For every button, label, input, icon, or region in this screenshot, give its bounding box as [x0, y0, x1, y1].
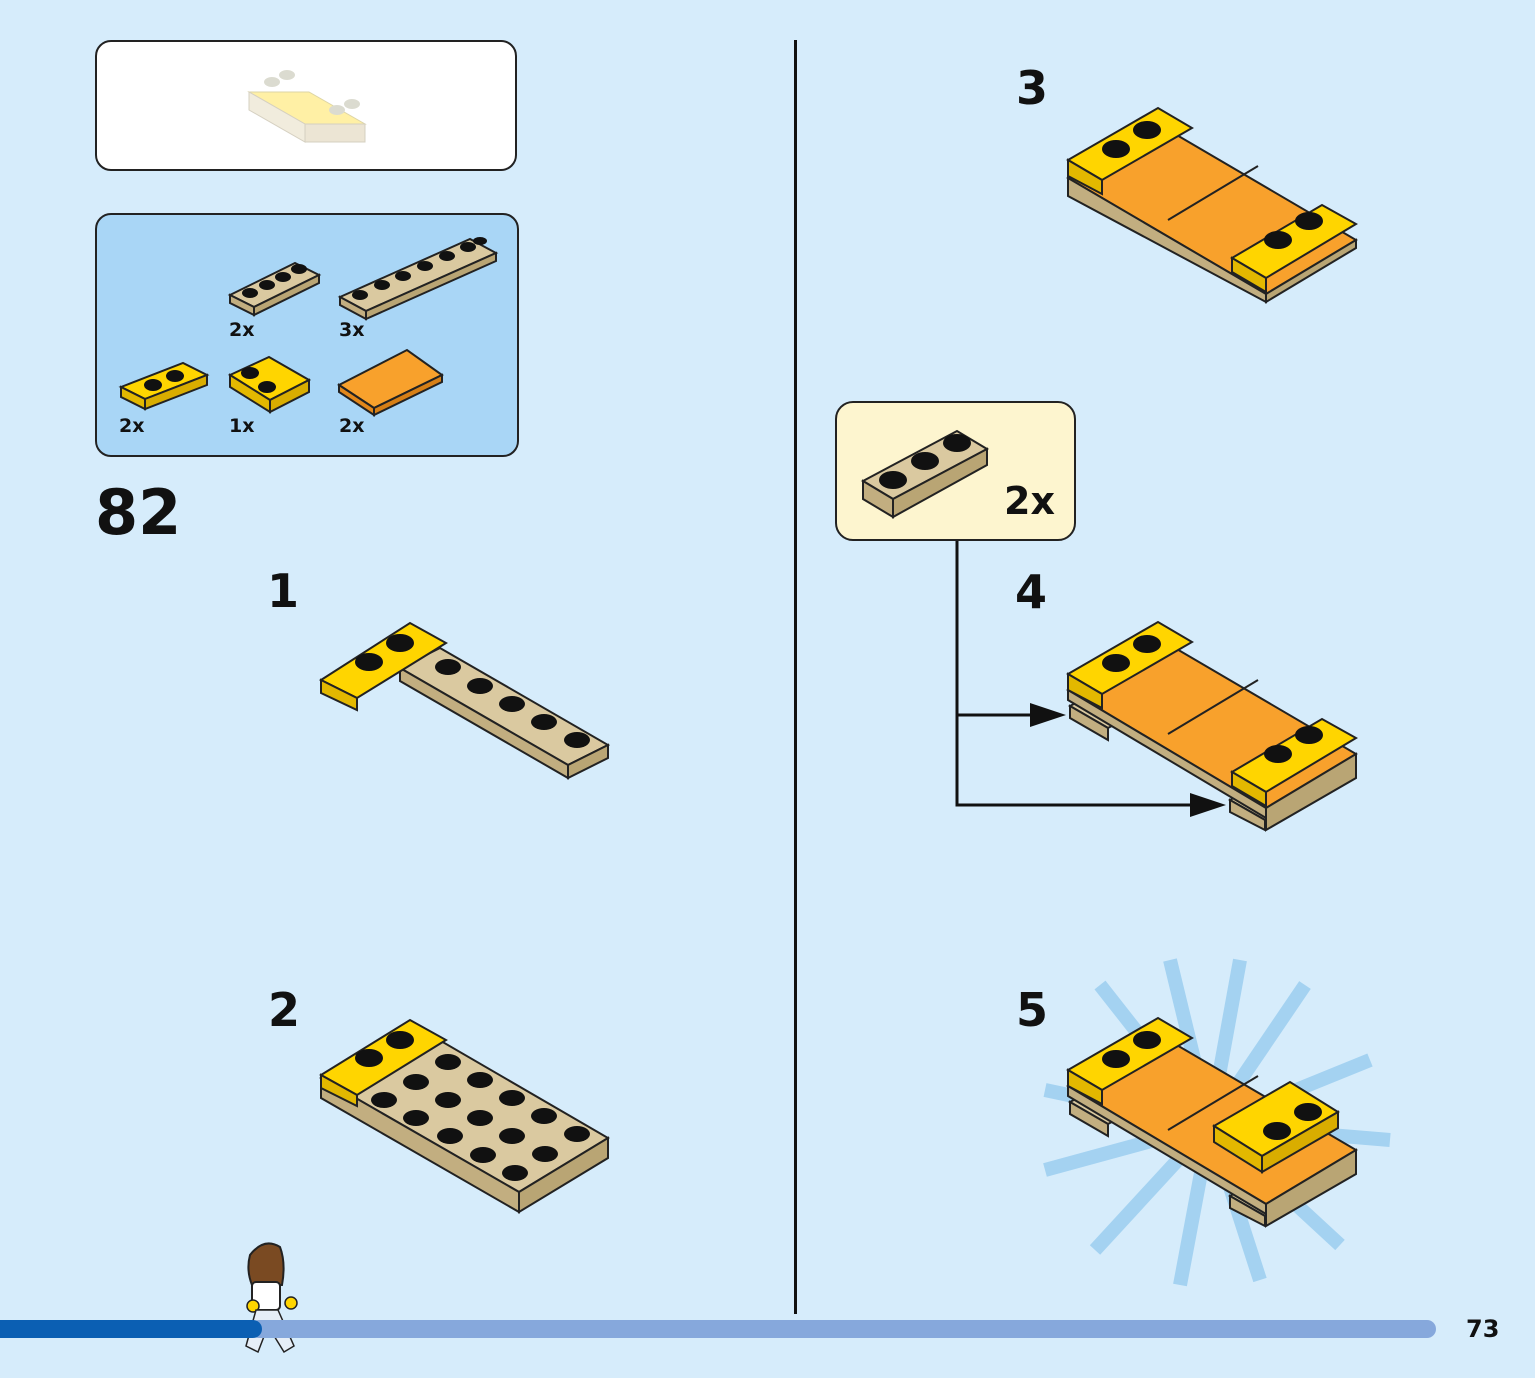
yellow-2x2-plate-icon — [227, 355, 312, 414]
orange-2x4-tile-icon — [337, 348, 444, 417]
page-step-number: 82 — [95, 476, 182, 549]
step-4-illustration — [1066, 620, 1358, 832]
step-number: 1 — [267, 564, 300, 618]
parts-list-box: 2x 3x 2x 1x 2x — [95, 213, 519, 457]
step-number: 4 — [1015, 565, 1048, 619]
step-3-illustration — [1066, 106, 1358, 304]
step-number: 3 — [1016, 61, 1049, 115]
page-number: 73 — [1466, 1315, 1500, 1343]
yellow-1x3-plate-icon — [118, 361, 210, 411]
part-qty: 2x — [229, 319, 255, 341]
step-number: 5 — [1016, 983, 1049, 1037]
part-qty: 1x — [229, 415, 255, 437]
progress-track — [250, 1320, 1436, 1338]
column-divider — [794, 40, 797, 1314]
part-qty: 3x — [339, 319, 365, 341]
sub-assembly-callout: 2x — [835, 401, 1076, 541]
tan-1x8-plate-icon — [337, 237, 499, 321]
parts-illustrations — [118, 237, 499, 417]
model-preview-box — [95, 40, 517, 171]
arrow-head-icon — [1030, 703, 1066, 727]
progress-fill — [0, 1320, 262, 1338]
assembly-arrows — [955, 541, 1200, 807]
step-5-illustration — [1066, 1016, 1358, 1228]
step-2-illustration — [319, 1018, 610, 1214]
part-qty: 2x — [119, 415, 145, 437]
step-1-illustration — [318, 621, 611, 780]
model-preview-image — [247, 70, 367, 143]
step-number: 2 — [268, 983, 301, 1037]
callout-qty: 2x — [1004, 479, 1055, 523]
part-qty: 2x — [339, 415, 365, 437]
tan-1x4-plate-icon — [227, 261, 322, 317]
arrow-head-icon — [1190, 793, 1226, 817]
tan-1x3-plate-icon — [860, 429, 990, 519]
